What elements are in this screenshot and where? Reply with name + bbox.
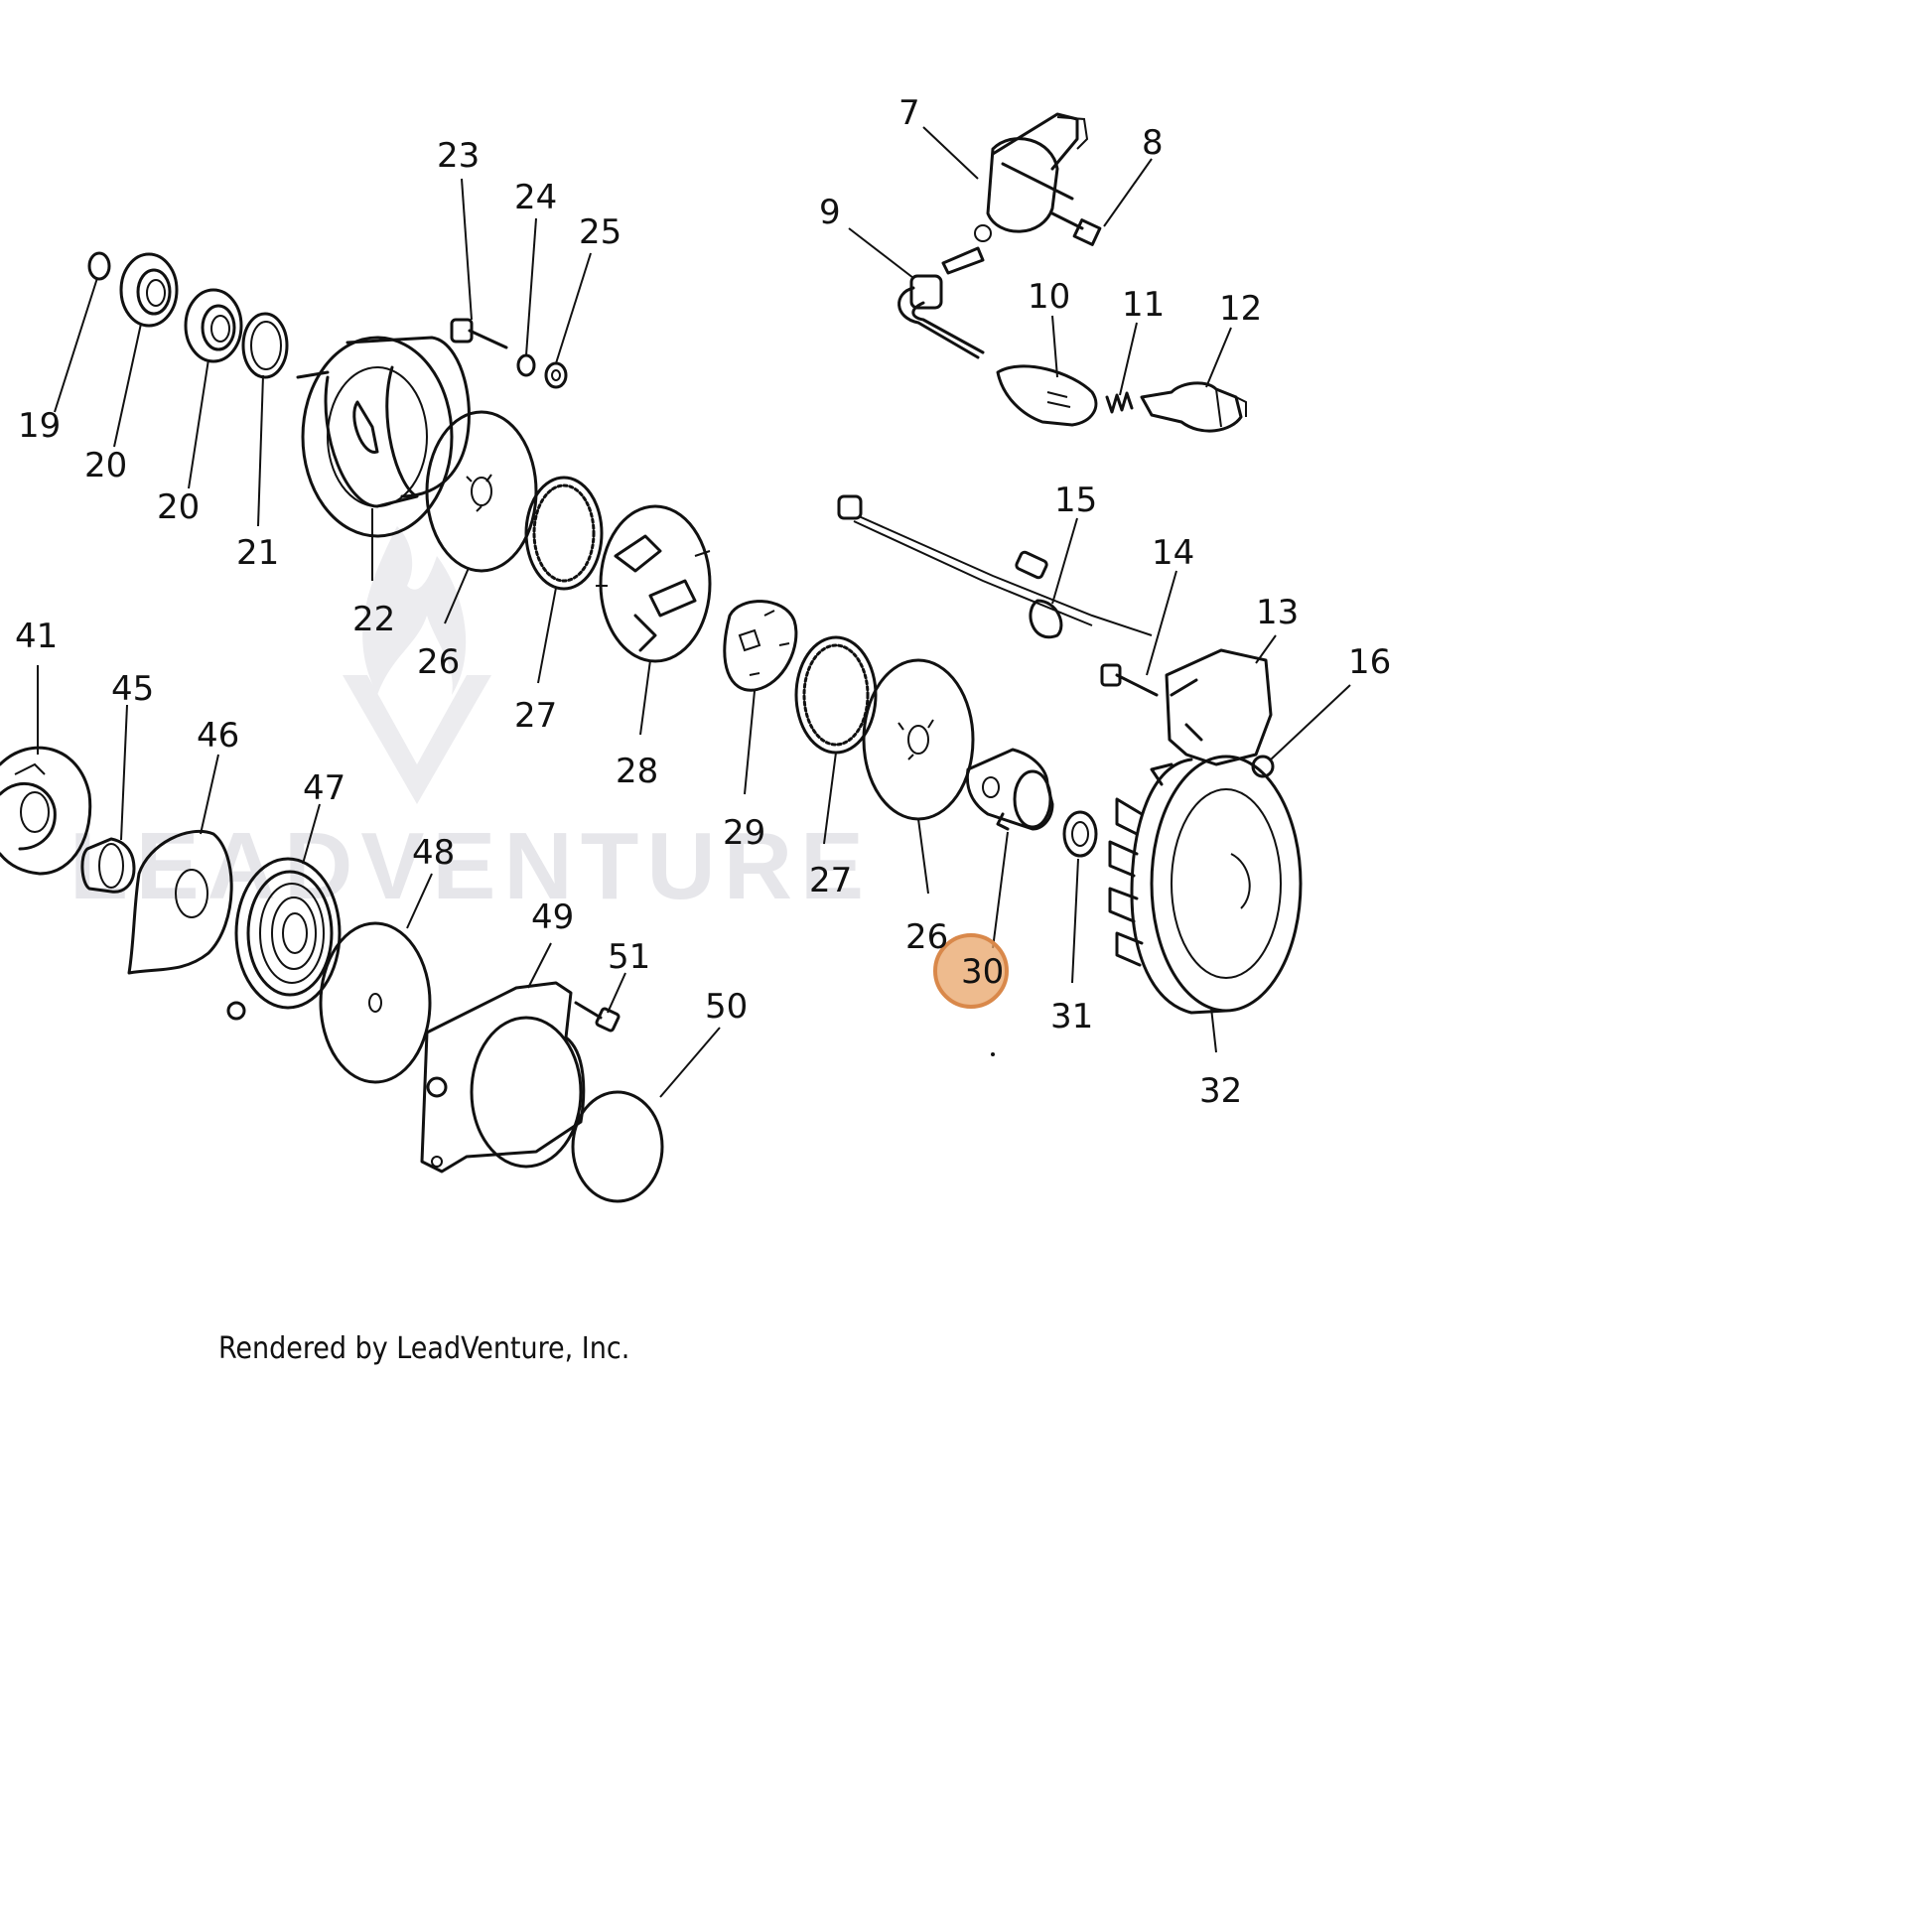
callout-28[interactable]: 28 [616,752,658,791]
callout-47[interactable]: 47 [303,768,345,808]
callout-22[interactable]: 22 [352,600,395,639]
part-21-seal [241,312,289,379]
callout-25[interactable]: 25 [579,212,621,252]
callout-50[interactable]: 50 [705,987,748,1027]
part-8-bolt [1050,211,1102,246]
callout-9[interactable]: 9 [819,193,841,232]
leader-lines [37,126,1351,1098]
part-13-pulser-coil [1165,648,1273,766]
callout-24[interactable]: 24 [514,178,557,217]
callout-23[interactable]: 23 [437,136,480,176]
callout-13[interactable]: 13 [1256,593,1299,632]
callout-46[interactable]: 46 [197,716,239,756]
credit-text: Rendered by LeadVenture, Inc. [218,1331,629,1366]
callout-26-a[interactable]: 26 [417,642,460,682]
part-30-collar [965,748,1054,831]
part-26a-plate [425,410,538,573]
part-25-washer [544,361,568,389]
callout-29[interactable]: 29 [723,813,765,853]
callout-12[interactable]: 12 [1219,289,1262,329]
stray-dot [991,1052,995,1056]
part-32-flywheel [1108,755,1303,1015]
callout-15[interactable]: 15 [1054,481,1097,520]
part-49-starter-case [420,981,586,1173]
callout-51[interactable]: 51 [608,937,650,977]
callout-20-a[interactable]: 20 [84,446,127,485]
callout-8[interactable]: 8 [1142,123,1164,163]
callout-48[interactable]: 48 [412,833,455,873]
part-11-spring [1105,391,1134,414]
callout-11[interactable]: 11 [1122,285,1165,325]
callout-14[interactable]: 14 [1152,533,1194,573]
part-20b-bearing [184,288,243,363]
part-29-clutch-carrier [723,600,798,692]
part-10-plug-cap [996,364,1098,427]
part-9-plug-lead [897,274,985,359]
callout-45[interactable]: 45 [111,669,154,709]
callout-32[interactable]: 32 [1199,1071,1242,1111]
callout-49[interactable]: 49 [531,897,574,937]
callout-30[interactable]: 30 [961,952,1004,992]
part-7-ignition-coil [941,112,1089,275]
callout-7[interactable]: 7 [898,93,920,133]
highlight-marker-30[interactable] [933,933,1009,1009]
part-48-plate [319,921,432,1084]
part-50-o-ring [571,1090,664,1203]
part-41-starter-pulley [0,746,92,876]
part-22-clutch-housing [296,336,471,538]
leadventure-flame-logo [343,526,491,804]
part-46-plate [127,829,233,975]
callout-21[interactable]: 21 [236,533,279,573]
part-23-bolt [450,318,508,349]
callout-19[interactable]: 19 [18,406,61,446]
callout-27-b[interactable]: 27 [809,861,852,900]
part-19-circlip [87,251,111,281]
part-27a-spring-ring [524,476,604,591]
callout-10[interactable]: 10 [1028,277,1070,317]
callout-20-b[interactable]: 20 [157,487,200,527]
part-24-lock-washer [516,353,536,377]
callout-26-b[interactable]: 26 [905,917,948,957]
part-20a-bearing [119,252,179,328]
part-51-bolt [574,1001,621,1033]
part-26b-plate [862,658,975,821]
part-14-screw [1100,663,1159,697]
part-15-lead-wire [837,494,1153,639]
callout-41[interactable]: 41 [15,617,58,656]
callout-labels: 7 8 9 10 11 12 13 14 15 16 19 20 20 21 2… [15,93,1391,1111]
part-47-recoil-spring [226,857,342,1021]
callout-16[interactable]: 16 [1348,642,1391,682]
callout-31[interactable]: 31 [1050,997,1093,1036]
part-28-clutch-shoes [596,504,712,663]
part-31-washer [1062,810,1098,858]
part-45-collar [80,837,136,894]
callout-27-a[interactable]: 27 [514,696,557,736]
part-12-spark-plug [1140,381,1247,433]
